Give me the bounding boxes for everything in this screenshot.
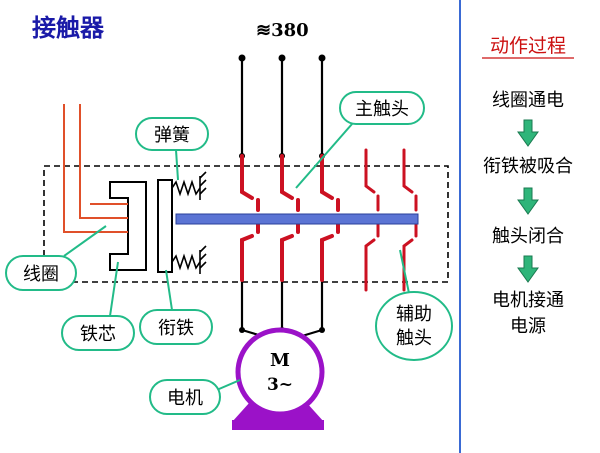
label-aux-line1: 辅助 <box>396 304 432 325</box>
page-title: 接触器 <box>32 14 105 42</box>
label-spring: 弹簧 <box>154 125 190 146</box>
coil-windings <box>100 203 128 233</box>
down-arrow-icon <box>517 119 539 147</box>
callout-main-contact: 主触头 <box>295 91 425 189</box>
label-main-contact: 主触头 <box>355 99 409 120</box>
spring-upper <box>171 171 207 200</box>
down-arrow-icon <box>517 187 539 215</box>
process-heading: 动作过程 <box>490 35 566 57</box>
callout-armature: 衔铁 <box>139 269 213 345</box>
coil-wires <box>63 104 120 233</box>
process-step-2: 衔铁被吸合 <box>483 156 573 177</box>
spring-lower <box>171 245 207 274</box>
motor: M 3~ <box>232 327 325 430</box>
callout-spring: 弹簧 <box>135 117 209 181</box>
motor-symbol-phase: 3~ <box>267 375 293 395</box>
auxiliary-contacts <box>364 148 418 292</box>
callout-motor: 电机 <box>149 379 241 415</box>
process-step-4: 电机接通 <box>492 290 564 311</box>
callout-aux-contact: 辅助 触头 <box>375 249 453 361</box>
label-armature: 衔铁 <box>158 318 194 339</box>
label-iron-core: 铁芯 <box>80 324 116 345</box>
process-step-5: 电源 <box>510 316 546 337</box>
armature-shaft <box>175 213 419 225</box>
process-panel: 动作过程 线圈通电 衔铁被吸合 触头闭合 电机接通 电源 <box>482 35 574 337</box>
callout-coil: 线圈 <box>5 225 107 291</box>
process-step-3: 触头闭合 <box>492 226 564 247</box>
motor-body <box>235 327 325 417</box>
label-motor: 电机 <box>167 388 203 409</box>
down-arrow-icon <box>517 255 539 283</box>
callout-iron-core: 铁芯 <box>61 261 135 351</box>
armature-plate <box>157 179 173 273</box>
label-coil: 线圈 <box>23 264 59 285</box>
label-aux-line2: 触头 <box>396 328 432 349</box>
iron-core <box>109 181 147 271</box>
contactor-enclosure <box>43 165 449 283</box>
process-step-1: 线圈通电 <box>492 90 564 111</box>
voltage-label: ≋380 <box>256 20 309 41</box>
motor-symbol-m: M <box>270 350 290 371</box>
